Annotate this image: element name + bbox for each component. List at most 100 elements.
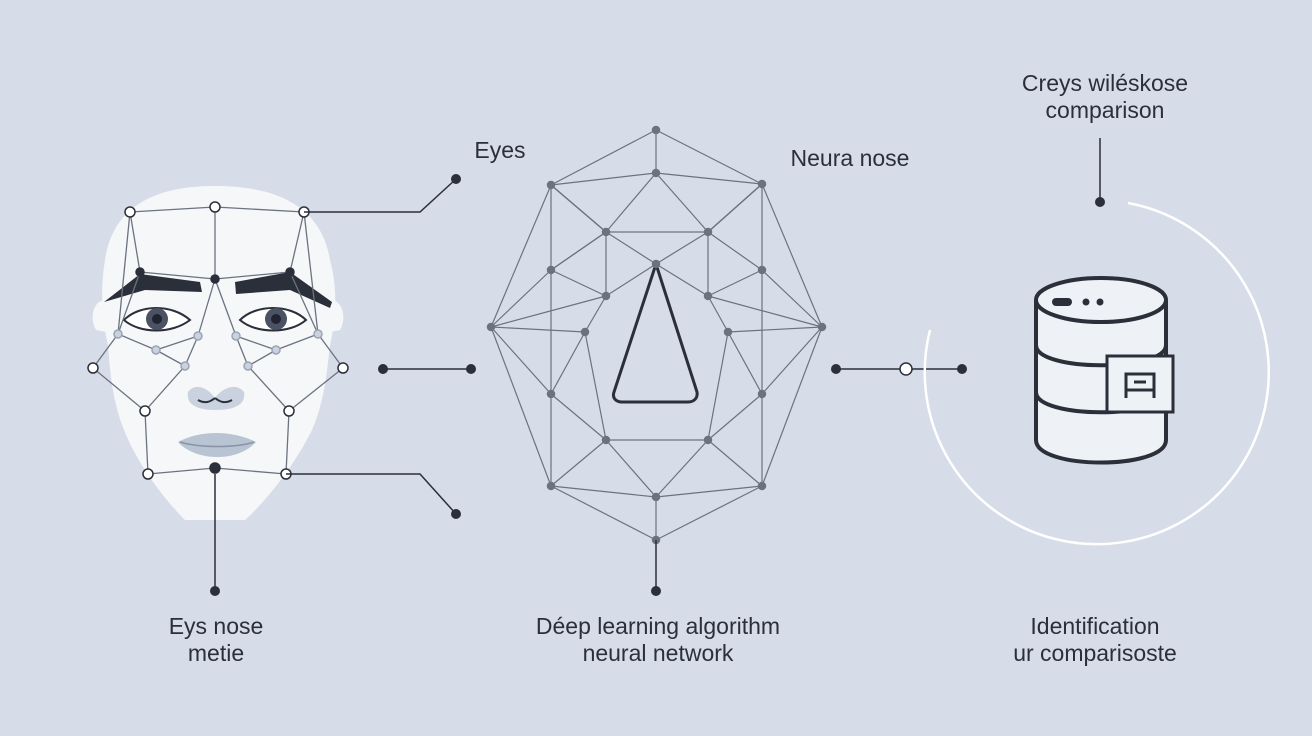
mesh-node: [209, 462, 221, 474]
mesh-edge: [247, 349, 277, 367]
mesh-edge: [707, 183, 763, 233]
network-bottom-line1: Déep learning algorithm: [535, 613, 781, 639]
mesh-node: [142, 468, 154, 480]
mesh-node: [601, 435, 611, 445]
mesh-edge: [184, 335, 199, 367]
mesh-node: [113, 329, 123, 339]
mesh-edge: [761, 269, 823, 328]
mesh-node: [209, 201, 221, 213]
mesh-node: [139, 405, 151, 417]
mesh-edge: [655, 172, 709, 233]
mesh-edge: [655, 485, 763, 498]
db-bottom-line1: Identification: [1030, 613, 1160, 639]
mesh-node: [757, 179, 767, 189]
mesh-node: [193, 331, 203, 341]
mesh-edge: [707, 295, 823, 328]
face-bottom-line2: metie: [187, 640, 245, 666]
db-bottom-line2: ur comparisoste: [1013, 640, 1177, 666]
mesh-edge: [707, 439, 763, 487]
mesh-node: [723, 327, 733, 337]
network-bottom-label: Déep learning algorithm neural network: [500, 613, 816, 667]
eyes-label: Eyes: [474, 137, 526, 163]
mesh-edge: [550, 331, 586, 395]
mesh-edge: [247, 365, 290, 412]
mesh-edge: [275, 333, 319, 351]
database-ring: [923, 201, 1271, 546]
mesh-edge: [129, 206, 216, 213]
mesh-node: [283, 405, 295, 417]
mesh-edge: [605, 231, 657, 265]
mesh-edge: [761, 183, 823, 328]
id-card-icon: [1105, 354, 1175, 414]
right-eye: [238, 307, 308, 332]
mesh-edge: [655, 485, 763, 541]
mesh-node: [580, 327, 590, 337]
mesh-edge: [147, 467, 216, 475]
connector-face-to-network: [378, 364, 476, 374]
mesh-node: [285, 267, 295, 277]
mesh-edge: [550, 485, 657, 541]
mesh-edge: [214, 467, 287, 475]
mesh-edge: [129, 211, 141, 273]
mesh-node: [546, 481, 556, 491]
mesh-node: [757, 265, 767, 275]
mesh-edge: [550, 439, 607, 487]
mesh-edge: [155, 349, 186, 367]
mesh-edge: [490, 326, 552, 395]
face-connectors: [214, 178, 457, 591]
mesh-edge: [92, 333, 119, 369]
mesh-node: [817, 322, 827, 332]
mesh-edge: [550, 231, 607, 271]
face-lips: [178, 433, 256, 457]
mesh-node: [757, 481, 767, 491]
mesh-edge: [92, 367, 146, 412]
eyes-connector-dot: [451, 174, 461, 184]
mesh-node: [703, 435, 713, 445]
mesh-edge: [197, 278, 216, 337]
mesh-edge: [707, 393, 763, 441]
mesh-node: [757, 389, 767, 399]
face-shape: [102, 186, 336, 520]
mesh-node: [313, 329, 323, 339]
mesh-edge: [655, 172, 763, 185]
face-bottom-label: Eys nose metie: [118, 613, 314, 667]
left-eye: [122, 307, 192, 332]
right-brow: [235, 272, 332, 308]
right-ear: [330, 300, 344, 332]
mesh-edge: [761, 326, 823, 395]
mesh-node: [703, 291, 713, 301]
mesh-node: [651, 168, 661, 178]
mesh-node: [271, 345, 281, 355]
mesh-edge: [317, 333, 344, 369]
mesh-edge: [155, 335, 199, 351]
mesh-node: [651, 125, 661, 135]
mesh-edge: [655, 263, 709, 297]
mesh-edge: [761, 326, 823, 487]
mesh-node: [337, 362, 349, 374]
mesh-node: [546, 180, 556, 190]
mesh-edge: [550, 172, 657, 186]
db-bottom-label: Identification ur comparisoste: [990, 613, 1200, 667]
mesh-edge: [605, 172, 657, 233]
mesh-edge: [707, 331, 729, 441]
network-bottom-line2: neural network: [582, 640, 734, 666]
left-brow: [104, 274, 202, 302]
mesh-edge: [235, 335, 277, 351]
mesh-edge: [214, 206, 305, 213]
mesh-edge: [707, 295, 729, 333]
mesh-node: [210, 274, 220, 284]
mesh-edge: [550, 184, 607, 233]
mesh-edge: [550, 129, 657, 186]
mesh-edge: [707, 231, 763, 271]
mesh-node: [651, 259, 661, 269]
db-top-line2: comparison: [1045, 97, 1165, 123]
face-bottom-dot: [210, 586, 220, 596]
mesh-edge: [550, 393, 607, 441]
mesh-edge: [490, 326, 552, 487]
db-top-label: Creys wiléskose comparison: [990, 70, 1220, 124]
mesh-edge: [727, 326, 823, 333]
face-bottom-line1: Eys nose: [168, 613, 264, 639]
face-mesh-icon: [87, 186, 349, 520]
mesh-edge: [288, 367, 344, 412]
mesh-edge: [655, 231, 709, 265]
